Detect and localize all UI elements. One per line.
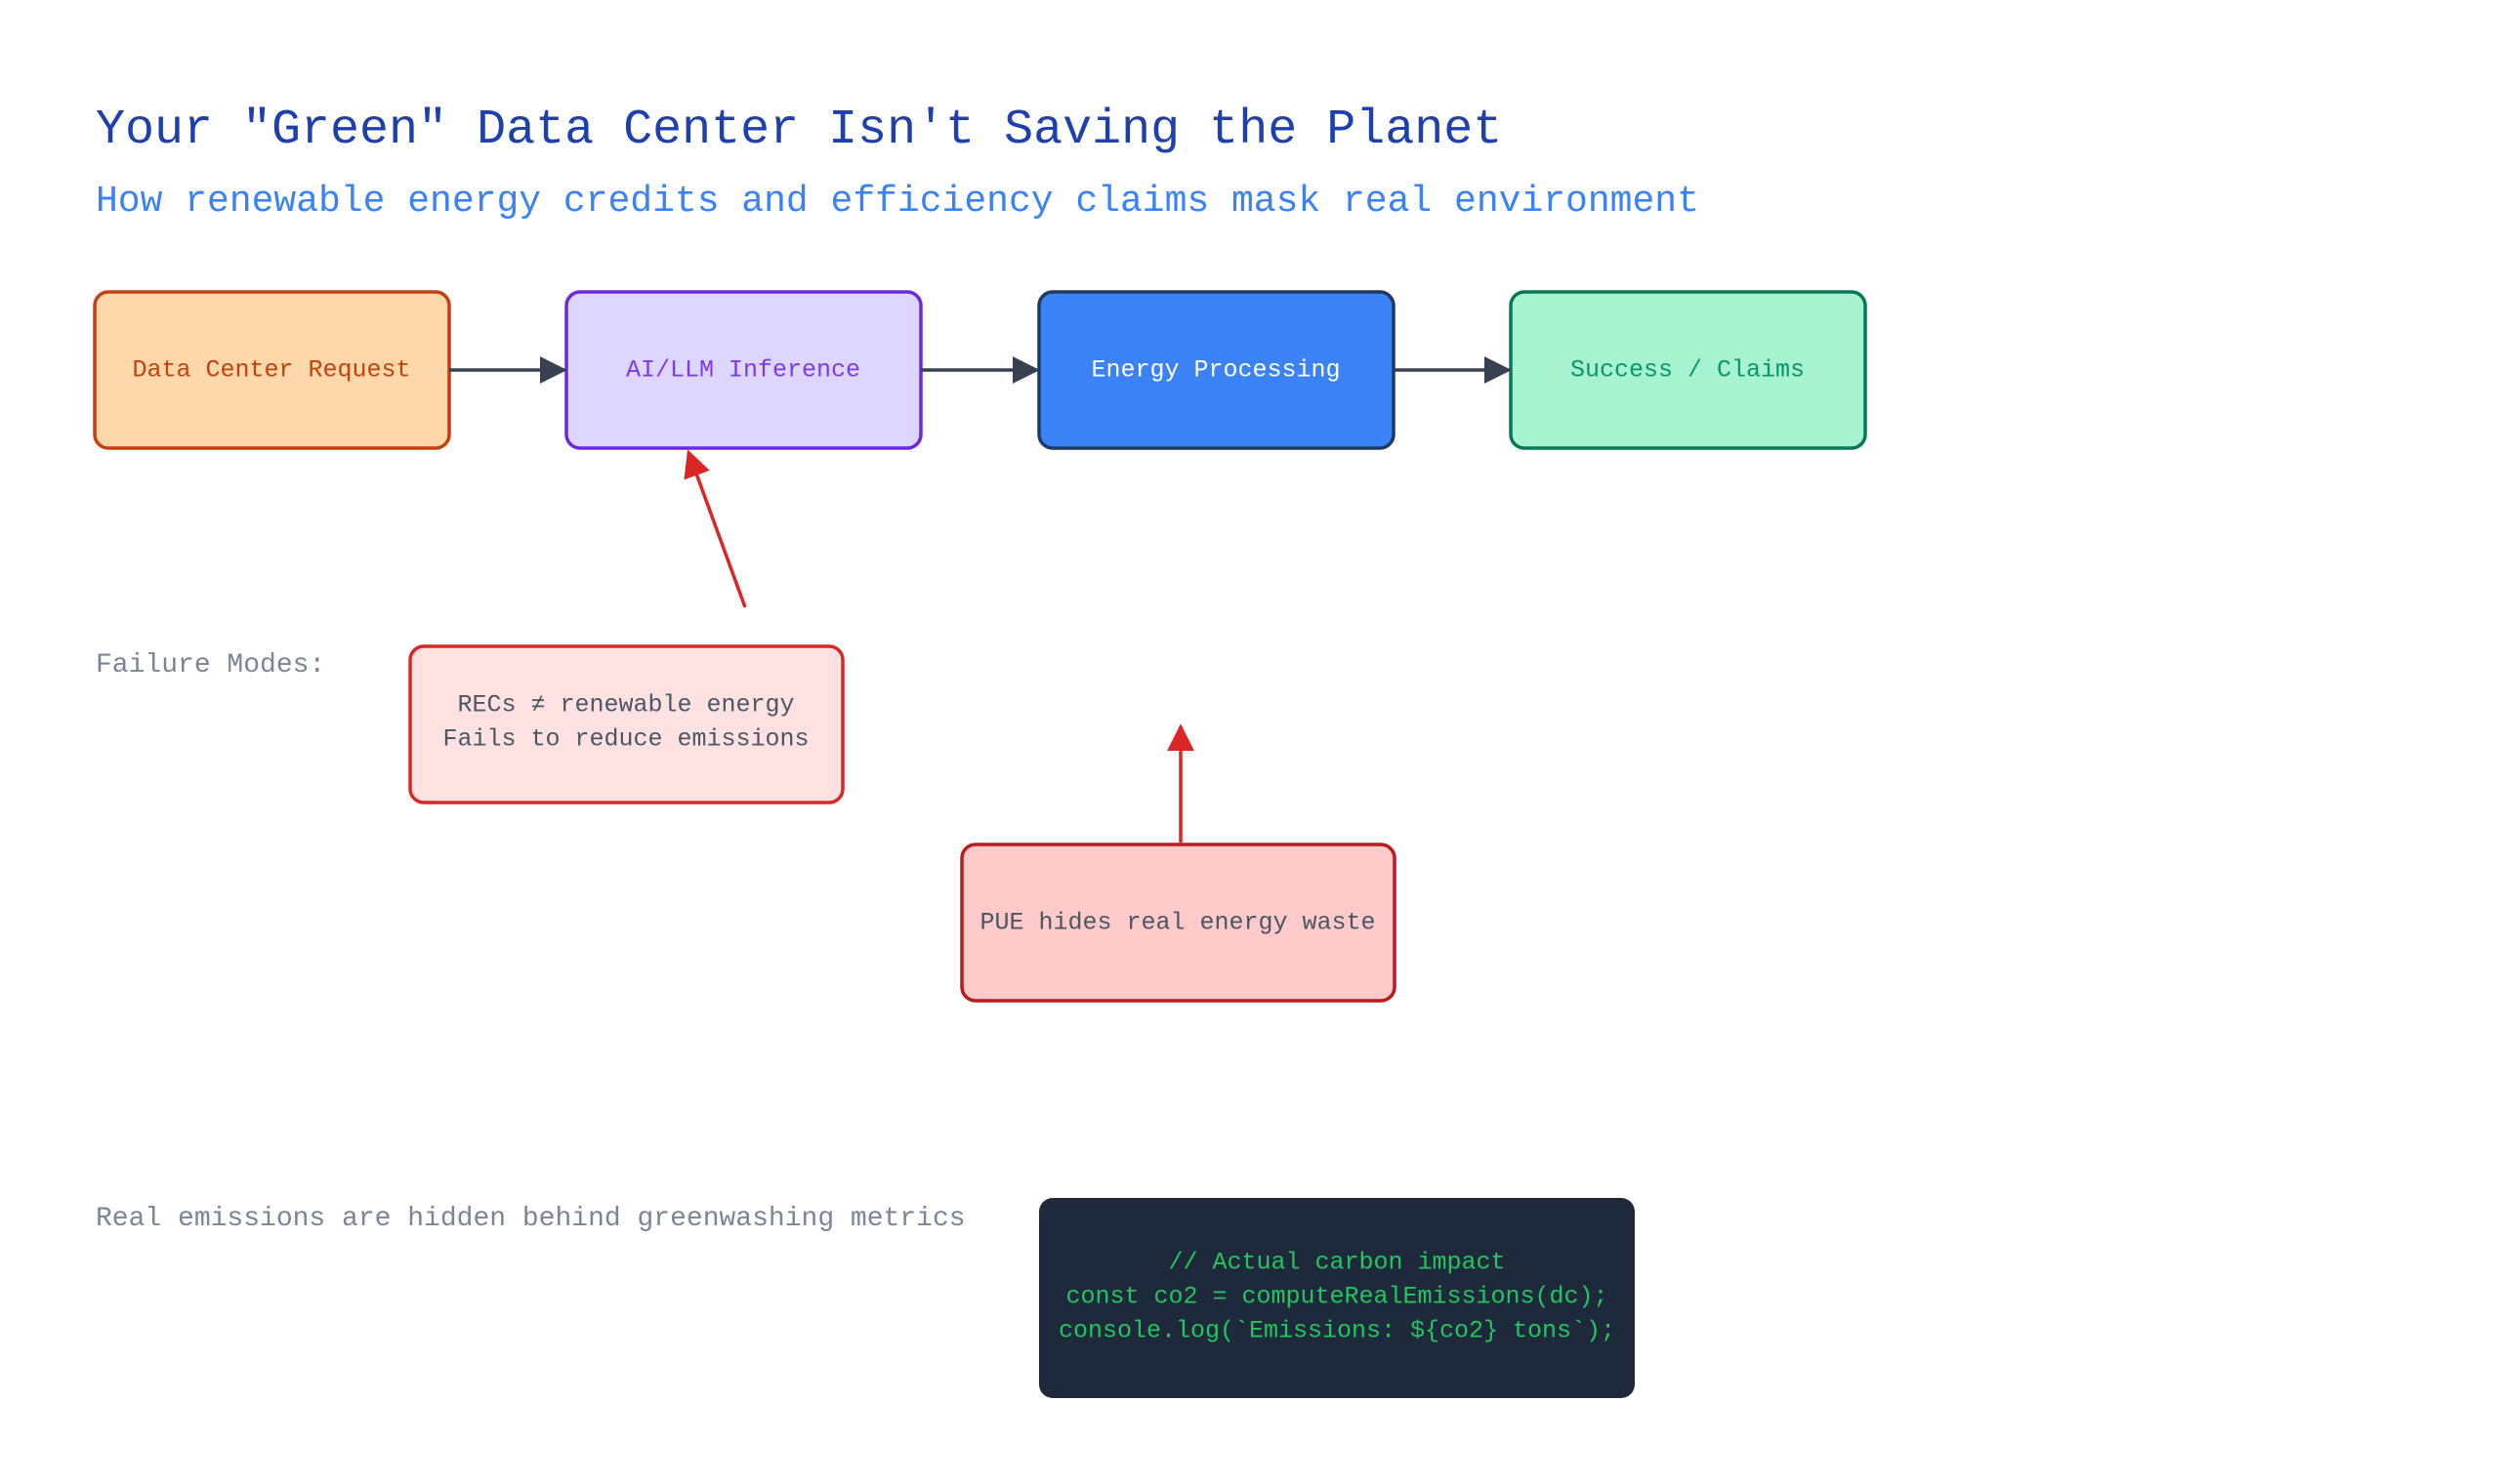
failure-pue-label: PUE hides real energy waste: [979, 909, 1375, 937]
failure-modes-label: Failure Modes:: [96, 650, 325, 680]
footer-note: Real emissions are hidden behind greenwa…: [96, 1204, 966, 1234]
code-block: // Actual carbon impact const co2 = comp…: [1039, 1198, 1635, 1398]
code-line-3: console.log(`Emissions: ${co2} tons`);: [1059, 1317, 1615, 1345]
node-success-claims: Success / Claims: [1509, 290, 1867, 450]
node-data-center-request-label: Data Center Request: [132, 356, 410, 385]
failure-pue-box: PUE hides real energy waste: [960, 843, 1396, 1003]
code-line-1: // Actual carbon impact: [1168, 1249, 1505, 1277]
node-energy-processing: Energy Processing: [1037, 290, 1396, 450]
node-energy-processing-label: Energy Processing: [1091, 356, 1340, 385]
arrow-recs-to-inference: [684, 449, 747, 608]
failure-recs-line2: Fails to reduce emissions: [442, 725, 809, 754]
page-title: Your "Green" Data Center Isn't Saving th…: [96, 103, 1502, 158]
node-ai-llm-inference-label: AI/LLM Inference: [626, 356, 860, 385]
page-subtitle: How renewable energy credits and efficie…: [96, 181, 1699, 223]
node-ai-llm-inference: AI/LLM Inference: [564, 290, 923, 450]
node-data-center-request: Data Center Request: [93, 290, 451, 450]
code-line-2: const co2 = computeRealEmissions(dc);: [1065, 1283, 1607, 1311]
failure-recs-box: RECs ≠ renewable energy Fails to reduce …: [408, 644, 845, 804]
node-success-claims-label: Success / Claims: [1570, 356, 1805, 385]
failure-recs-line1: RECs ≠ renewable energy: [457, 691, 794, 720]
